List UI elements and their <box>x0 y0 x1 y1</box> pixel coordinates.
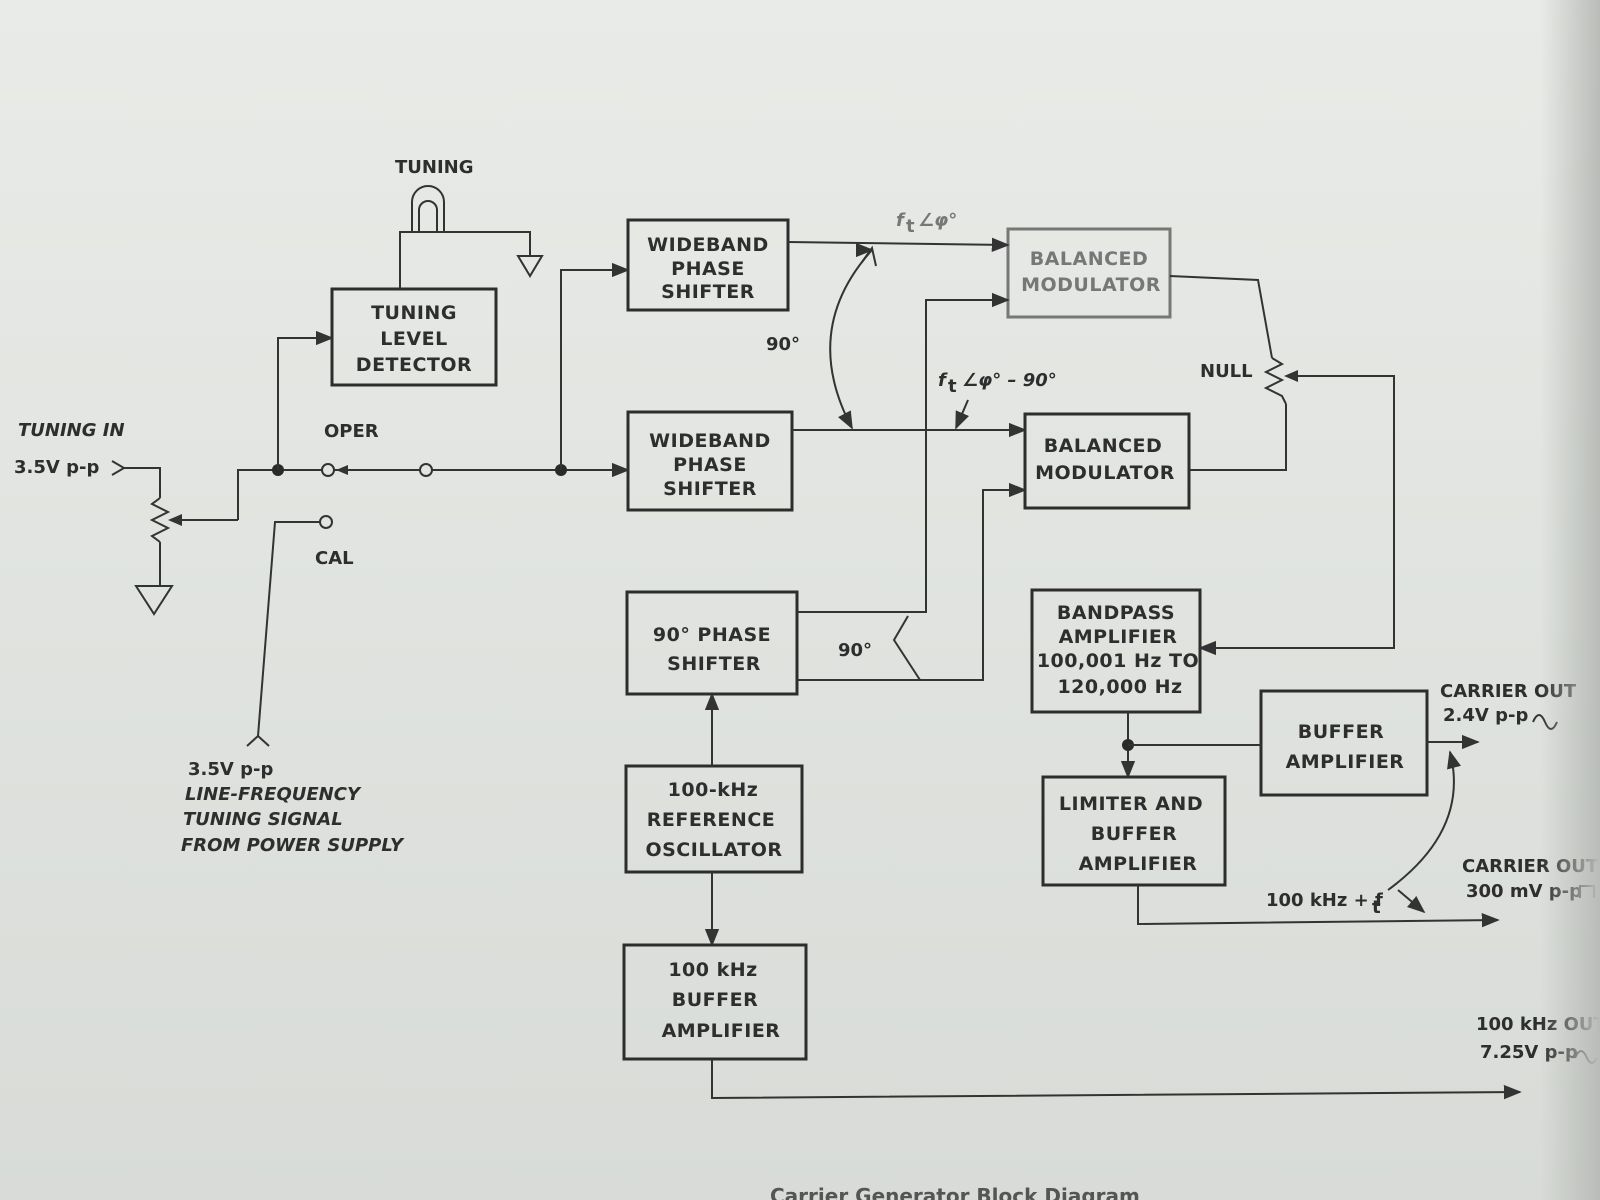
ft-phi-phase: ∠φ° – 90° <box>962 370 1057 391</box>
svg-text:BANDPASS: BANDPASS <box>1057 602 1175 624</box>
svg-text:TUNING: TUNING <box>371 302 457 324</box>
svg-text:BALANCED: BALANCED <box>1044 435 1163 457</box>
reference-oscillator-block: 100-kHz REFERENCE OSCILLATOR <box>624 764 804 874</box>
tuning-level-detector-block: TUNING LEVEL DETECTOR <box>330 287 498 387</box>
tuning-in-potentiometer-icon <box>149 497 238 543</box>
wideband-phase-shifter-2-block: WIDEBAND PHASE SHIFTER <box>626 410 794 512</box>
balanced-modulator-2-block: BALANCED MODULATOR <box>1023 412 1191 510</box>
phase-shifter-90-block: 90° PHASE SHIFTER <box>625 590 799 696</box>
sum-freq-label: 100 kHz + f <box>1266 890 1383 911</box>
svg-text:100 kHz: 100 kHz <box>668 959 757 981</box>
limiter-buffer-amplifier-block: LIMITER AND BUFFER AMPLIFIER <box>1041 775 1227 887</box>
svg-text:PHASE: PHASE <box>671 258 745 280</box>
svg-text:WIDEBAND: WIDEBAND <box>647 234 769 256</box>
svg-text:SHIFTER: SHIFTER <box>663 478 757 500</box>
figure-caption: Carrier Generator Block Diagram <box>770 1184 1140 1200</box>
ft-phi-label: f <box>938 370 948 391</box>
carrier-out-2-level: 300 mV p-p <box>1466 881 1582 902</box>
svg-text:100-kHz: 100-kHz <box>668 779 759 801</box>
svg-text:WIDEBAND: WIDEBAND <box>649 430 771 452</box>
tuning-meter-label: TUNING <box>395 157 474 178</box>
out-100k-level: 7.25V p-p <box>1480 1042 1578 1063</box>
square-wave-icon <box>1579 885 1595 898</box>
null-potentiometer-icon <box>1263 357 1358 405</box>
oper-label: OPER <box>324 421 379 442</box>
svg-text:AMPLIFIER: AMPLIFIER <box>1079 853 1198 875</box>
sine-wave-icon <box>1574 1050 1598 1064</box>
line-frequency-label-3: FROM POWER SUPPLY <box>181 835 405 856</box>
ft-top-label: f <box>896 210 906 231</box>
svg-text:PHASE: PHASE <box>673 454 747 476</box>
ft-phi-sub: t <box>948 376 957 397</box>
svg-text:DETECTOR: DETECTOR <box>356 354 472 376</box>
svg-text:BUFFER: BUFFER <box>1091 823 1177 845</box>
svg-text:LEVEL: LEVEL <box>380 328 447 350</box>
ground-icon <box>134 585 174 616</box>
carrier-out-1-level: 2.4V p-p <box>1443 705 1528 726</box>
out-100k-label: 100 kHz OUT <box>1476 1014 1600 1035</box>
wideband-phase-shifter-1-block: WIDEBAND PHASE SHIFTER <box>626 218 790 312</box>
carrier-out-2-label: CARRIER OUT <box>1462 856 1599 877</box>
line-frequency-level: 3.5V p-p <box>188 759 273 780</box>
tuning-in-label: TUNING IN <box>18 420 125 441</box>
svg-text:90° PHASE: 90° PHASE <box>653 624 771 646</box>
svg-text:120,000 Hz: 120,000 Hz <box>1057 676 1182 698</box>
input-jack-icon <box>111 460 126 476</box>
buffer-amplifier-100khz-block: 100 kHz BUFFER AMPLIFIER <box>622 943 808 1061</box>
svg-text:BUFFER: BUFFER <box>672 989 758 1011</box>
oper-cal-switch <box>319 463 433 529</box>
tuning-meter-icon <box>399 185 531 289</box>
ft-top-phase: ∠φ° <box>918 210 957 231</box>
svg-text:100,001 Hz TO: 100,001 Hz TO <box>1037 650 1199 672</box>
sine-wave-icon <box>1532 714 1558 730</box>
svg-text:LIMITER AND: LIMITER AND <box>1059 793 1203 815</box>
sum-freq-sub: t <box>1372 897 1381 918</box>
ft-top-sub: t <box>906 216 915 237</box>
svg-text:AMPLIFIER: AMPLIFIER <box>1286 751 1405 773</box>
svg-text:MODULATOR: MODULATOR <box>1035 462 1175 484</box>
line-frequency-label: LINE-FREQUENCY <box>185 784 362 805</box>
carrier-out-1-label: CARRIER OUT <box>1440 681 1577 702</box>
svg-text:AMPLIFIER: AMPLIFIER <box>662 1020 781 1042</box>
cal-label: CAL <box>315 548 354 569</box>
null-label: NULL <box>1200 361 1253 382</box>
bandpass-amplifier-block: BANDPASS AMPLIFIER 100,001 Hz TO 120,000… <box>1030 588 1202 714</box>
tuning-in-level-label: 3.5V p-p <box>14 457 99 478</box>
balanced-modulator-1-block: BALANCED MODULATOR <box>1006 227 1172 319</box>
svg-text:BALANCED: BALANCED <box>1030 248 1149 270</box>
svg-text:AMPLIFIER: AMPLIFIER <box>1059 626 1178 648</box>
svg-text:BUFFER: BUFFER <box>1298 721 1384 743</box>
svg-text:SHIFTER: SHIFTER <box>667 653 761 675</box>
svg-text:REFERENCE: REFERENCE <box>647 809 776 831</box>
svg-text:OSCILLATOR: OSCILLATOR <box>645 839 782 861</box>
svg-text:MODULATOR: MODULATOR <box>1021 274 1161 296</box>
line-frequency-jack-icon <box>246 734 270 747</box>
line-frequency-label-2: TUNING SIGNAL <box>183 809 343 830</box>
angle-90-bottom-label: 90° <box>838 640 872 661</box>
angle-90-top-label: 90° <box>766 334 800 355</box>
buffer-amplifier-block: BUFFER AMPLIFIER <box>1259 689 1429 797</box>
ground-icon <box>516 255 544 278</box>
svg-text:SHIFTER: SHIFTER <box>661 281 755 303</box>
